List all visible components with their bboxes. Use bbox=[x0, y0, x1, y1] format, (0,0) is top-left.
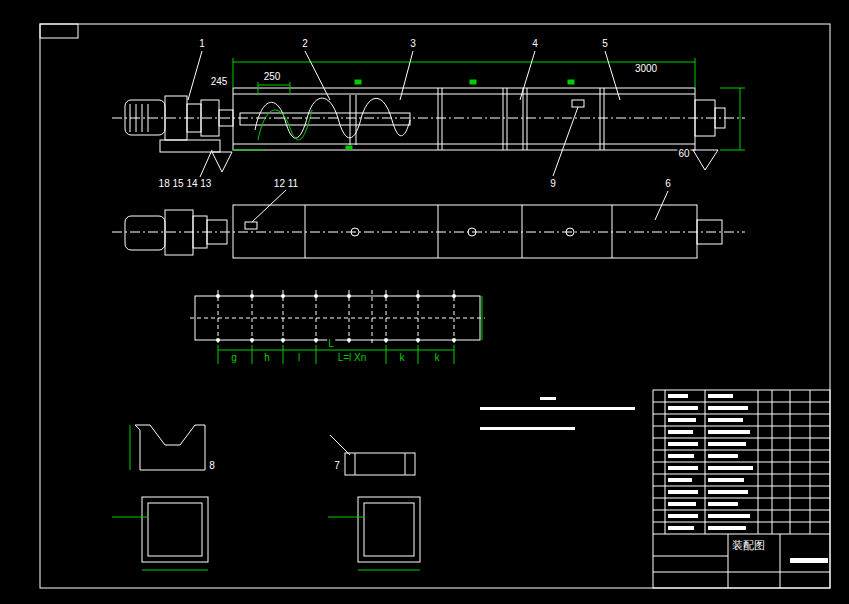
callout-label: 3 bbox=[409, 39, 417, 49]
callout-label: 60 bbox=[677, 149, 690, 159]
callout-label: 2 bbox=[301, 39, 309, 49]
callout-label: 7 bbox=[333, 461, 341, 471]
callout-label: 3000 bbox=[634, 64, 658, 74]
title-cell: 装配图 bbox=[730, 536, 767, 555]
callout-label: 250 bbox=[263, 72, 282, 82]
callout-label: k bbox=[399, 353, 406, 363]
callout-label: 5 bbox=[601, 39, 609, 49]
callout-label: 18 15 14 13 bbox=[158, 179, 213, 189]
drawing-title: 装配图 bbox=[732, 538, 765, 553]
callout-label: 1 bbox=[198, 39, 206, 49]
callout-label: 12 11 bbox=[273, 179, 299, 189]
callout-label: 8 bbox=[208, 461, 216, 471]
callout-label: g bbox=[230, 353, 238, 363]
callout-label: h bbox=[263, 353, 271, 363]
callout-label: L bbox=[327, 339, 335, 349]
callout-label: 4 bbox=[531, 39, 539, 49]
callout-label: k bbox=[434, 353, 441, 363]
callout-label: 6 bbox=[664, 179, 672, 189]
callout-label: 9 bbox=[549, 179, 557, 189]
callout-label: l bbox=[297, 353, 301, 363]
callout-label: L=l Xn bbox=[337, 353, 368, 363]
callout-label: 245 bbox=[210, 77, 229, 87]
